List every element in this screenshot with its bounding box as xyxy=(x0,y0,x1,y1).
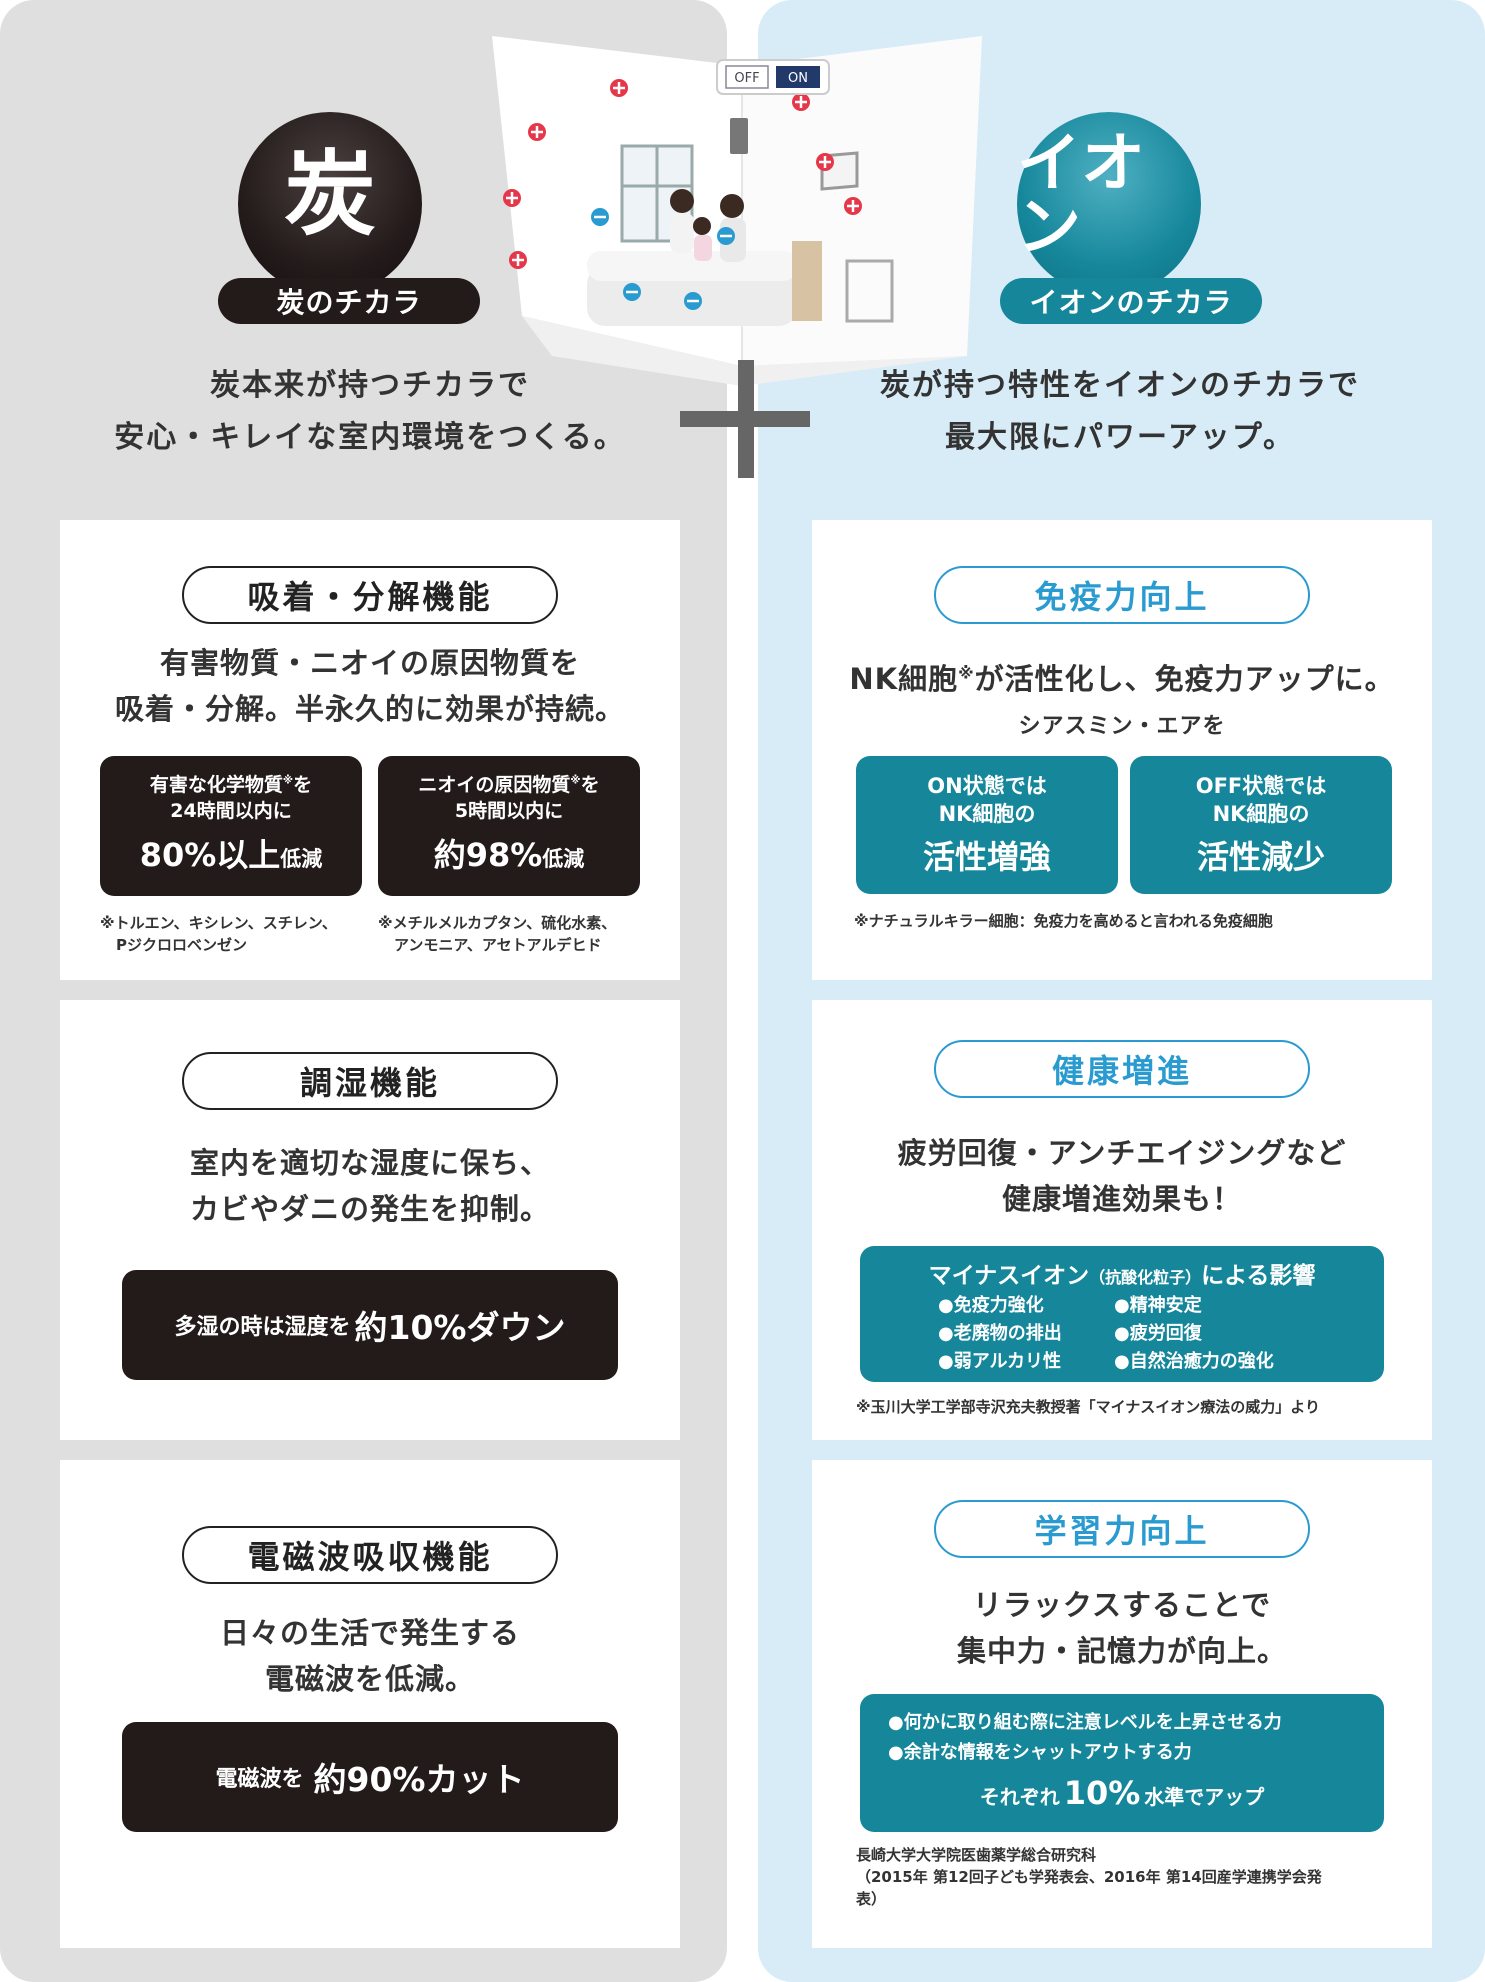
immunity-subtitle: シアスミン・エアを xyxy=(1018,714,1226,739)
charcoal-tagline: 炭本来が持つチカラで 安心・キレイな室内環境をつくる。 xyxy=(114,368,626,455)
adsorption-description: 有害物質・ニオイの原因物質を 吸着・分解。半永久的に効果が持続。 xyxy=(114,646,625,726)
health-description: 疲労回復・アンチエイジングなど 健康増進効果も！ xyxy=(897,1136,1347,1216)
immunity-title: 免疫力向上 xyxy=(934,566,1310,624)
charcoal-badge: 炭 xyxy=(238,112,422,296)
chemical-reduction-box: 有害な化学物質※を 24時間以内に 80%以上低減 xyxy=(100,756,362,896)
learning-title: 学習力向上 xyxy=(934,1500,1310,1558)
on-state-box: ON状態では NK細胞の 活性増強 xyxy=(856,756,1118,894)
chemical-note: ※トルエン、キシレン、スチレン、 Pジクロロベンゼン xyxy=(100,914,337,954)
effects-list-2: ●精神安定 ●疲労回復 ●自然治癒力の強化 xyxy=(1114,1295,1274,1372)
charcoal-power-pill: 炭のチカラ xyxy=(218,278,480,324)
electromagnetic-title: 電磁波吸収機能 xyxy=(182,1526,558,1584)
immunity-description: NK細胞※が活性化し、免疫力アップに。 xyxy=(849,662,1395,696)
switch-off-label: OFF xyxy=(734,71,759,86)
room-illustration: OFF ON xyxy=(492,36,982,386)
learning-card: 学習力向上 リラックスすることで 集中力・記憶力が向上。 ●何かに取り組む際に注… xyxy=(812,1460,1432,1948)
electromagnetic-card: 電磁波吸収機能 日々の生活で発生する 電磁波を低減。 電磁波を約90%カット xyxy=(60,1460,680,1948)
health-title: 健康増進 xyxy=(934,1040,1310,1098)
nk-cell-note: ※ナチュラルキラー細胞：免疫力を高めると言われる免疫細胞 xyxy=(854,912,1273,930)
switch-on-label: ON xyxy=(788,71,808,86)
off-state-box: OFF状態では NK細胞の 活性減少 xyxy=(1130,756,1392,894)
humidity-title: 調湿機能 xyxy=(182,1052,558,1110)
effects-list-1: ●免疫力強化 ●老廃物の排出 ●弱アルカリ性 xyxy=(938,1295,1062,1372)
electromagnetic-reduction-box: 電磁波を約90%カット xyxy=(122,1722,618,1832)
ion-tagline: 炭が持つ特性をイオンのチカラで 最大限にパワーアップ。 xyxy=(880,368,1360,455)
learning-description: リラックスすることで 集中力・記憶力が向上。 xyxy=(956,1588,1287,1668)
humidity-reduction-box: 多湿の時は湿度を約10%ダウン xyxy=(122,1270,618,1380)
adsorption-title: 吸着・分解機能 xyxy=(182,566,558,624)
health-card: 健康増進 疲労回復・アンチエイジングなど 健康増進効果も！ マイナスイオン（抗酸… xyxy=(812,1000,1432,1440)
plus-icon-bar xyxy=(680,411,810,427)
humidity-card: 調湿機能 室内を適切な湿度に保ち、 カビやダニの発生を抑制。 多湿の時は湿度を約… xyxy=(60,1000,680,1440)
humidity-description: 室内を適切な湿度に保ち、 カビやダニの発生を抑制。 xyxy=(189,1146,550,1226)
health-source-note: ※玉川大学工学部寺沢充夫教授著「マイナスイオン療法の威力」より xyxy=(856,1398,1320,1416)
odor-reduction-box: ニオイの原因物質※を 5時間以内に 約98%低減 xyxy=(378,756,640,896)
odor-note: ※メチルメルカプタン、硫化水素、 アンモニア、アセトアルデヒド xyxy=(378,914,617,954)
adsorption-card: 吸着・分解機能 有害物質・ニオイの原因物質を 吸着・分解。半永久的に効果が持続。… xyxy=(60,520,680,980)
ion-power-pill: イオンのチカラ xyxy=(1000,278,1262,324)
immunity-card: 免疫力向上 NK細胞※が活性化し、免疫力アップに。 シアスミン・エアを ON状態… xyxy=(812,520,1432,980)
electromagnetic-description: 日々の生活で発生する 電磁波を低減。 xyxy=(219,1616,520,1696)
ion-badge: イオン xyxy=(1017,112,1201,296)
learning-source-note: 長崎大学大学院医歯薬学総合研究科 （2015年 第12回子ども学発表会、2016… xyxy=(856,1846,1322,1908)
charcoal-badge-label: 炭 xyxy=(283,141,376,248)
learning-effects-box: ●何かに取り組む際に注意レベルを上昇させる力 ●余計な情報をシャットアウトする力… xyxy=(860,1694,1384,1832)
ion-badge-label: イオン xyxy=(1017,127,1145,265)
negative-ion-effects-box: マイナスイオン（抗酸化粒子）による影響 ●免疫力強化 ●老廃物の排出 ●弱アルカ… xyxy=(860,1246,1384,1382)
